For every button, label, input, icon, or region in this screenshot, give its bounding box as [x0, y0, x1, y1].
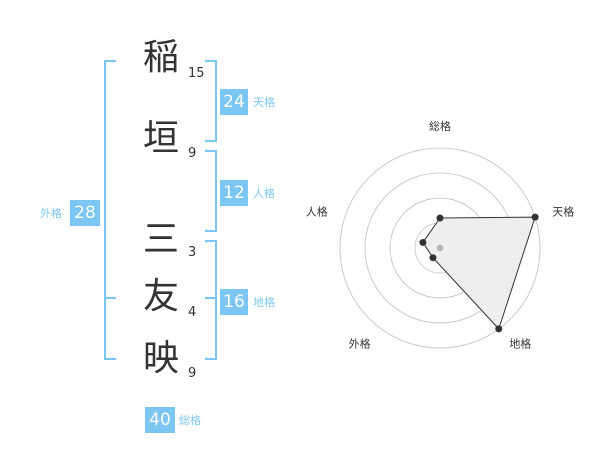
stroke-count-3: 3	[188, 245, 197, 260]
chikaku-label: 地格	[253, 296, 275, 309]
tenkaku-score-badge: 24	[220, 89, 248, 115]
chikaku-bracket	[205, 240, 217, 360]
radar-score-area	[422, 216, 536, 330]
gaikaku-bracket	[104, 60, 116, 360]
radar-axis-label: 総格	[429, 119, 451, 133]
stroke-count-4: 4	[188, 305, 197, 320]
name-char-2: 垣	[142, 118, 179, 159]
jinkaku-bracket	[205, 150, 217, 232]
stroke-count-5: 9	[188, 366, 197, 381]
name-char-3: 三	[142, 219, 179, 260]
radar-grid-ring	[339, 147, 541, 349]
stroke-count-2: 9	[188, 146, 197, 161]
radar-data-point	[436, 214, 444, 222]
jinkaku-score-badge: 12	[220, 180, 248, 206]
radar-axis-label: 外格	[349, 336, 371, 350]
gaikaku-bracket-tick	[104, 297, 116, 299]
radar-data-point	[495, 325, 503, 333]
tenkaku-label: 天格	[253, 96, 275, 109]
name-char-1: 稲	[142, 37, 179, 78]
chikaku-score-badge: 16	[220, 289, 248, 315]
radar-data-point	[419, 238, 427, 246]
radar-axis-label: 人格	[306, 205, 328, 219]
radar-center-point	[436, 244, 444, 252]
gaikaku-label: 外格	[40, 207, 62, 220]
stroke-count-1: 15	[188, 66, 205, 81]
name-char-5: 映	[142, 338, 179, 379]
tenkaku-bracket	[205, 60, 217, 142]
jinkaku-label: 人格	[253, 187, 275, 200]
radar-axis-label: 地格	[509, 336, 531, 350]
radar-data-point	[531, 213, 539, 221]
radar-axis-label: 天格	[552, 205, 574, 219]
soukaku-label: 総格	[179, 414, 201, 427]
radar-data-point	[429, 254, 437, 262]
name-char-4: 友	[142, 276, 179, 317]
gaikaku-score-badge: 28	[70, 200, 100, 226]
soukaku-score-badge: 40	[145, 407, 175, 433]
chikaku-bracket-tick	[205, 297, 217, 299]
